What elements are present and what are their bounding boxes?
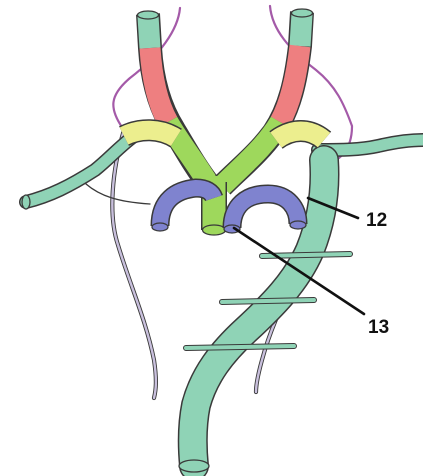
left-arm-cap <box>138 11 159 19</box>
left-lateral-branch <box>22 136 150 209</box>
left-branch-end <box>22 195 30 209</box>
purple-arches <box>152 188 306 233</box>
right-arm-cap <box>292 9 313 17</box>
trunk-end <box>179 460 209 472</box>
callout-label-13: 13 <box>368 317 389 338</box>
crossing-branches <box>186 254 350 348</box>
y-vessel-stem-end <box>203 225 226 235</box>
callout-label-12: 12 <box>366 210 387 231</box>
lavender-vessel-left <box>112 130 156 398</box>
right-lateral-branch <box>318 140 423 150</box>
